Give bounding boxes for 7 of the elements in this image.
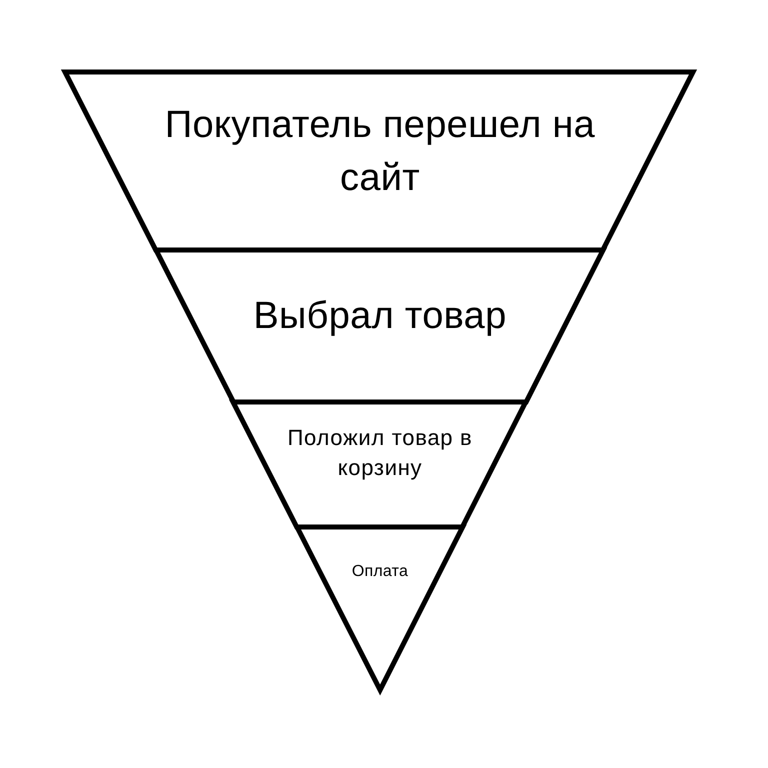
stage-label: Оплата xyxy=(350,562,410,582)
stage-label: Положил товар в корзину xyxy=(286,424,474,482)
funnel-stage xyxy=(60,69,698,250)
funnel-stage xyxy=(150,250,608,402)
stage-label: Выбрал товар xyxy=(252,294,508,339)
funnel-stage xyxy=(292,527,468,696)
stage-label: Покупатель перешел на сайт xyxy=(164,103,596,201)
